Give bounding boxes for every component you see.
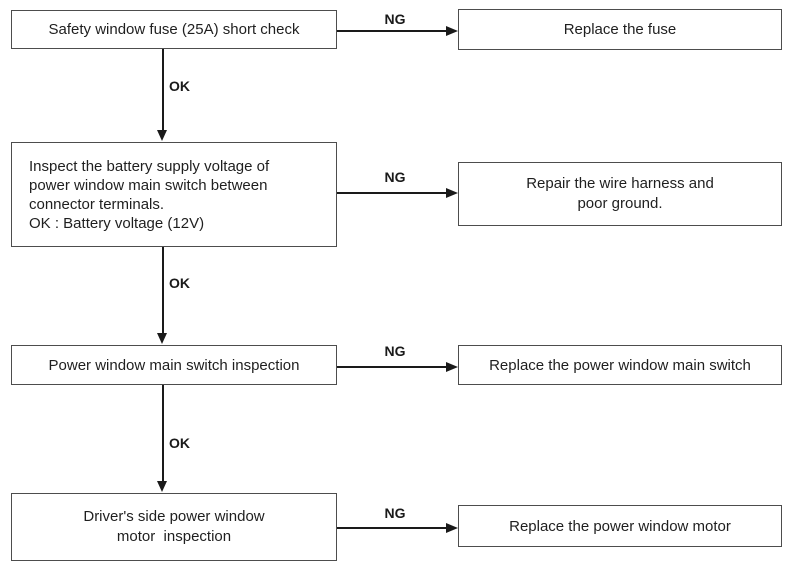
step4-box: Driver's side power window motor inspect… [11, 493, 337, 561]
ng-arrow-3-line [337, 366, 447, 368]
result1-box: Replace the fuse [458, 9, 782, 50]
ng-arrow-4-head [446, 523, 458, 533]
ng-arrow-2-head [446, 188, 458, 198]
step4-text-line2: motor inspection [116, 528, 232, 545]
step1-text: Safety window fuse (25A) short check [48, 21, 300, 38]
ok-label-1: OK [169, 78, 190, 94]
ok-arrow-3-head [157, 481, 167, 492]
ng-label-1: NG [384, 11, 406, 27]
result4-box: Replace the power window motor [458, 505, 782, 547]
ng-label-3: NG [384, 343, 406, 359]
ng-arrow-3-head [446, 362, 458, 372]
step2-text-line2: power window main switch between [29, 176, 268, 194]
result3-text: Replace the power window main switch [489, 356, 751, 374]
result3-box: Replace the power window main switch [458, 345, 782, 385]
ok-arrow-2-head [157, 333, 167, 344]
step2-text-line1: Inspect the battery supply voltage of [29, 157, 270, 175]
ng-label-4: NG [384, 505, 406, 521]
result4-text: Replace the power window motor [509, 517, 731, 535]
step2-text-line3: connector terminals. [29, 195, 165, 213]
ng-label-2: NG [384, 169, 406, 185]
ng-arrow-4-line [337, 527, 447, 529]
result1-text: Replace the fuse [563, 21, 677, 38]
result2-text-line1: Repair the wire harness and [526, 175, 714, 192]
ok-arrow-1-line [162, 49, 164, 131]
ok-label-2: OK [169, 275, 190, 291]
ng-arrow-1-line [337, 30, 447, 32]
ok-arrow-2-line [162, 247, 164, 333]
result2-box: Repair the wire harness and poor ground. [458, 162, 782, 226]
step3-text: Power window main switch inspection [48, 356, 300, 374]
step4-text-line1: Driver's side power window [83, 508, 265, 525]
step2-box: Inspect the battery supply voltage of po… [11, 142, 337, 247]
ng-arrow-2-line [337, 192, 447, 194]
step1-box: Safety window fuse (25A) short check [11, 10, 337, 49]
ok-arrow-1-head [157, 130, 167, 141]
result2-text-line2: poor ground. [577, 195, 663, 212]
ng-arrow-1-head [446, 26, 458, 36]
ok-label-3: OK [169, 435, 190, 451]
step2-text-line4: OK : Battery voltage (12V) [29, 214, 205, 232]
ok-arrow-3-line [162, 385, 164, 481]
step3-box: Power window main switch inspection [11, 345, 337, 385]
